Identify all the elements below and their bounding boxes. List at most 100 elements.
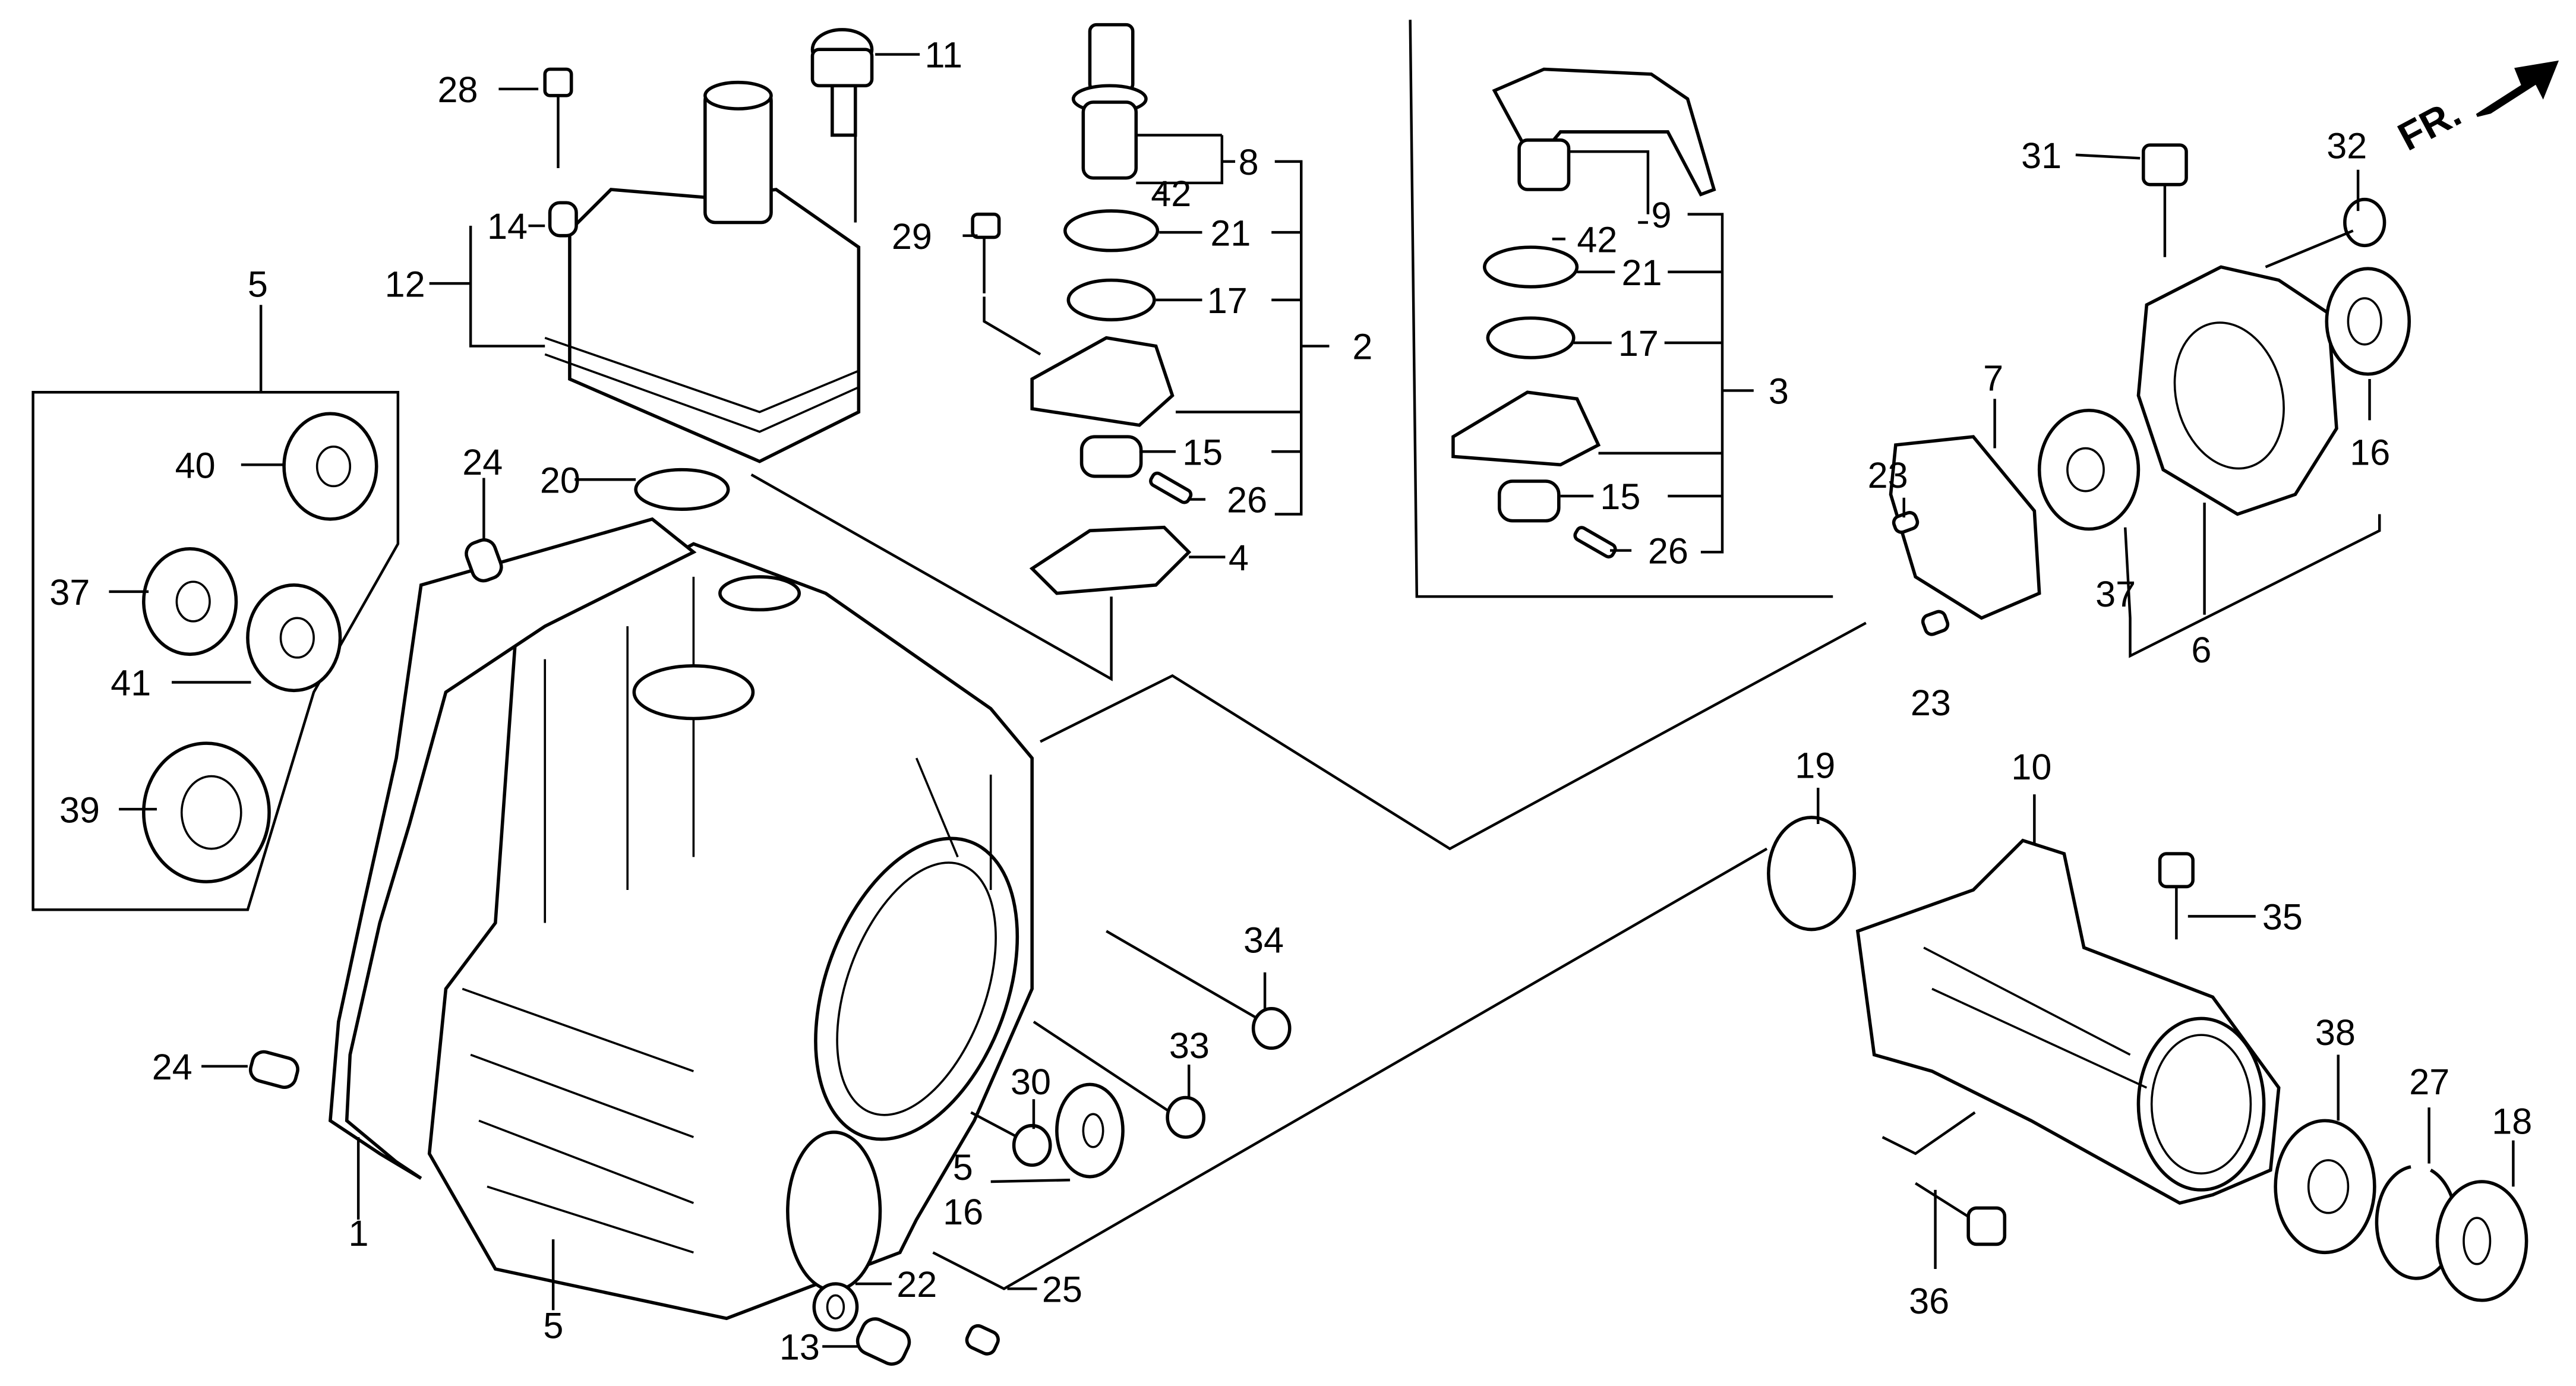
holder-flange bbox=[1030, 336, 1175, 427]
pin-26-inset bbox=[1573, 526, 1617, 559]
callout-3: 3 bbox=[1769, 371, 1789, 412]
front-direction-indicator: FR. bbox=[2391, 60, 2559, 159]
callout-32: 32 bbox=[2326, 125, 2367, 166]
oil-seal-18 bbox=[2435, 1180, 2528, 1302]
callout-4: 4 bbox=[1229, 538, 1249, 578]
callout-37-kit: 37 bbox=[49, 572, 90, 613]
bolt-36 bbox=[1915, 1182, 2007, 1246]
callout-33: 33 bbox=[1169, 1025, 1210, 1066]
callout-5-kit: 5 bbox=[248, 264, 268, 304]
callout-37-right: 37 bbox=[2095, 574, 2136, 614]
transmission-case bbox=[427, 542, 1034, 1321]
bolt-34 bbox=[1106, 930, 1264, 1023]
callout-24-left: 24 bbox=[152, 1047, 192, 1087]
bolt-32 bbox=[2265, 197, 2386, 269]
bolt-35 bbox=[2158, 852, 2195, 940]
callout-18: 18 bbox=[2492, 1101, 2532, 1142]
callout-23-a: 23 bbox=[1868, 455, 1908, 495]
callout-19: 19 bbox=[1795, 745, 1835, 785]
callout-20: 20 bbox=[540, 460, 580, 501]
callout-36: 36 bbox=[1909, 1281, 1949, 1321]
callout-21: 21 bbox=[1210, 213, 1251, 253]
callout-15: 15 bbox=[1182, 432, 1223, 472]
bearing-kit-frame bbox=[31, 391, 400, 911]
extension-housing-10 bbox=[1855, 838, 2281, 1205]
o-ring-20 bbox=[634, 468, 730, 511]
oil-seal-16 bbox=[2325, 267, 2411, 376]
bearing-38 bbox=[2274, 1119, 2376, 1255]
callout-21-inset: 21 bbox=[1621, 252, 1662, 293]
callout-10: 10 bbox=[2011, 747, 2051, 787]
callout-26-inset: 26 bbox=[1648, 531, 1688, 572]
seal-17 bbox=[1066, 278, 1156, 321]
callout-40: 40 bbox=[175, 446, 216, 486]
callout-16-right: 16 bbox=[2350, 432, 2390, 472]
bolt-33 bbox=[1033, 1021, 1177, 1117]
callout-42: 42 bbox=[1151, 173, 1191, 214]
callout-11: 11 bbox=[925, 35, 962, 75]
callout-42-inset: 42 bbox=[1577, 219, 1617, 260]
washer-22 bbox=[812, 1282, 859, 1332]
dowel-25 bbox=[965, 1324, 1000, 1356]
collar-15 bbox=[1079, 435, 1143, 478]
callout-16-lower: 16 bbox=[943, 1192, 983, 1232]
arm-shaft bbox=[1517, 138, 1571, 191]
leader-lines bbox=[109, 53, 2515, 1348]
o-ring-19 bbox=[1767, 816, 1857, 932]
dipstick bbox=[810, 28, 874, 223]
holder-flange-inset bbox=[1451, 390, 1601, 467]
oil-seal-16-lower bbox=[1055, 1082, 1125, 1179]
callout-labels: 1 2 3 4 5 5 5 6 7 8 9 10 11 12 13 14 15 … bbox=[49, 35, 2532, 1368]
callout-30: 30 bbox=[1011, 1062, 1051, 1102]
callout-23-b: 23 bbox=[1911, 683, 1951, 723]
gasket-7 bbox=[1889, 435, 2041, 620]
pin-26 bbox=[1149, 471, 1193, 504]
callout-24-top: 24 bbox=[462, 442, 503, 482]
bearing-37-kit bbox=[142, 547, 238, 656]
callout-6: 6 bbox=[2191, 630, 2211, 670]
callout-17-inset: 17 bbox=[1618, 323, 1659, 364]
drain-plug-13 bbox=[855, 1317, 911, 1366]
callout-5-lower: 5 bbox=[953, 1147, 973, 1188]
dowel-14 bbox=[548, 201, 578, 238]
seal-17-inset bbox=[1486, 316, 1576, 359]
callout-13: 13 bbox=[779, 1327, 820, 1368]
gasket-4 bbox=[1029, 525, 1192, 595]
callout-15-inset: 15 bbox=[1600, 476, 1640, 517]
dowel-24-top bbox=[465, 538, 503, 583]
callout-22: 22 bbox=[896, 1264, 937, 1305]
callout-8: 8 bbox=[1239, 142, 1259, 182]
callout-28: 28 bbox=[438, 70, 478, 110]
callout-1: 1 bbox=[348, 1213, 368, 1254]
callout-34: 34 bbox=[1243, 920, 1284, 960]
inset-frame bbox=[1409, 20, 1833, 598]
callout-38: 38 bbox=[2315, 1012, 2356, 1053]
callout-31: 31 bbox=[2021, 135, 2062, 176]
callout-39: 39 bbox=[59, 790, 100, 830]
callout-41: 41 bbox=[111, 663, 151, 703]
callout-27: 27 bbox=[2409, 1062, 2449, 1102]
bolt-29 bbox=[971, 212, 1001, 293]
bearing-41 bbox=[246, 583, 342, 693]
side-cover-6 bbox=[2136, 265, 2338, 516]
washer-21-inset bbox=[1482, 245, 1579, 289]
washer-21 bbox=[1063, 209, 1160, 252]
callout-9: 9 bbox=[1651, 195, 1671, 235]
bearing-39 bbox=[142, 741, 271, 883]
callout-29: 29 bbox=[892, 216, 932, 257]
case-gasket bbox=[328, 517, 697, 1180]
callout-14: 14 bbox=[487, 206, 528, 247]
bolt-31 bbox=[2141, 143, 2188, 257]
callout-35: 35 bbox=[2262, 897, 2303, 937]
collar-15-inset bbox=[1497, 479, 1561, 523]
callout-25: 25 bbox=[1042, 1270, 1082, 1310]
bolt-28 bbox=[543, 67, 573, 168]
callout-17: 17 bbox=[1207, 280, 1248, 321]
callout-5-case: 5 bbox=[543, 1306, 563, 1346]
top-cover bbox=[544, 80, 861, 463]
callout-12: 12 bbox=[385, 264, 425, 304]
callout-26: 26 bbox=[1227, 480, 1267, 520]
bearing-37-right bbox=[2037, 408, 2141, 531]
dowel-24-left bbox=[248, 1050, 299, 1089]
